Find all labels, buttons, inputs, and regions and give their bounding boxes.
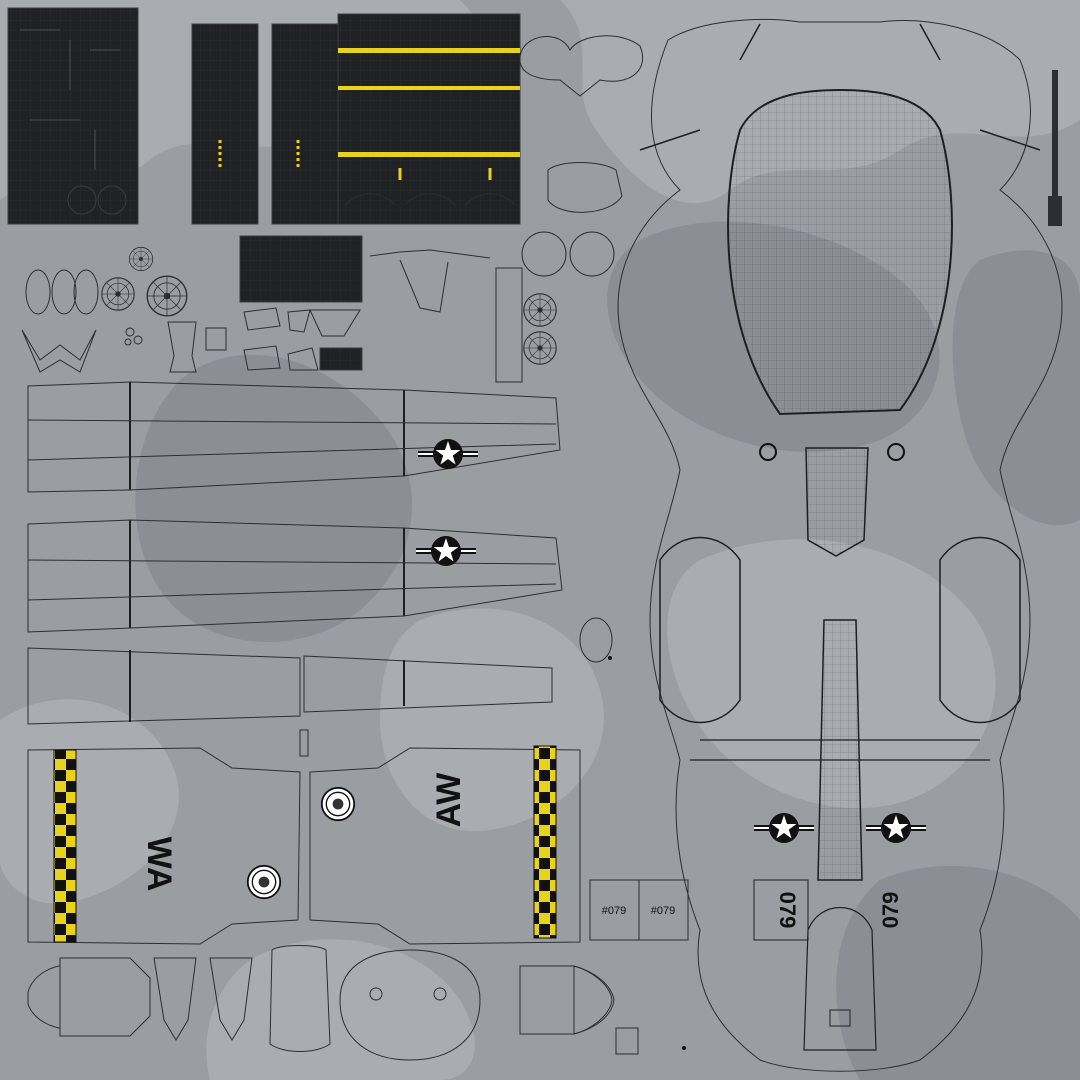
cockpit-interior-panels — [7, 7, 521, 371]
tail-code-right: AW — [430, 772, 468, 828]
engine-parts — [27, 945, 615, 1061]
fuselage-side-panels: WA AW #079 #079 — [27, 745, 689, 945]
small-parts-cluster — [21, 35, 1062, 1055]
wheel-icon — [146, 275, 188, 317]
serial-tag-1: #079 — [602, 905, 626, 917]
wheel-icon — [523, 331, 557, 365]
serial-tag-2: #079 — [651, 905, 675, 917]
main-fuselage-unwrap: 079 079 — [617, 18, 1063, 1072]
tail-code-left: WA — [140, 837, 178, 892]
fuselage-serial-right: 079 — [878, 892, 903, 929]
fuselage-serial-left: 079 — [775, 892, 800, 929]
propeller-spinner-icon — [128, 246, 154, 272]
wing-panels — [27, 381, 563, 725]
wheel-icon — [523, 293, 557, 327]
wheel-icon — [101, 277, 135, 311]
squadron-seal-icon — [320, 786, 356, 822]
squadron-seal-icon — [246, 864, 282, 900]
